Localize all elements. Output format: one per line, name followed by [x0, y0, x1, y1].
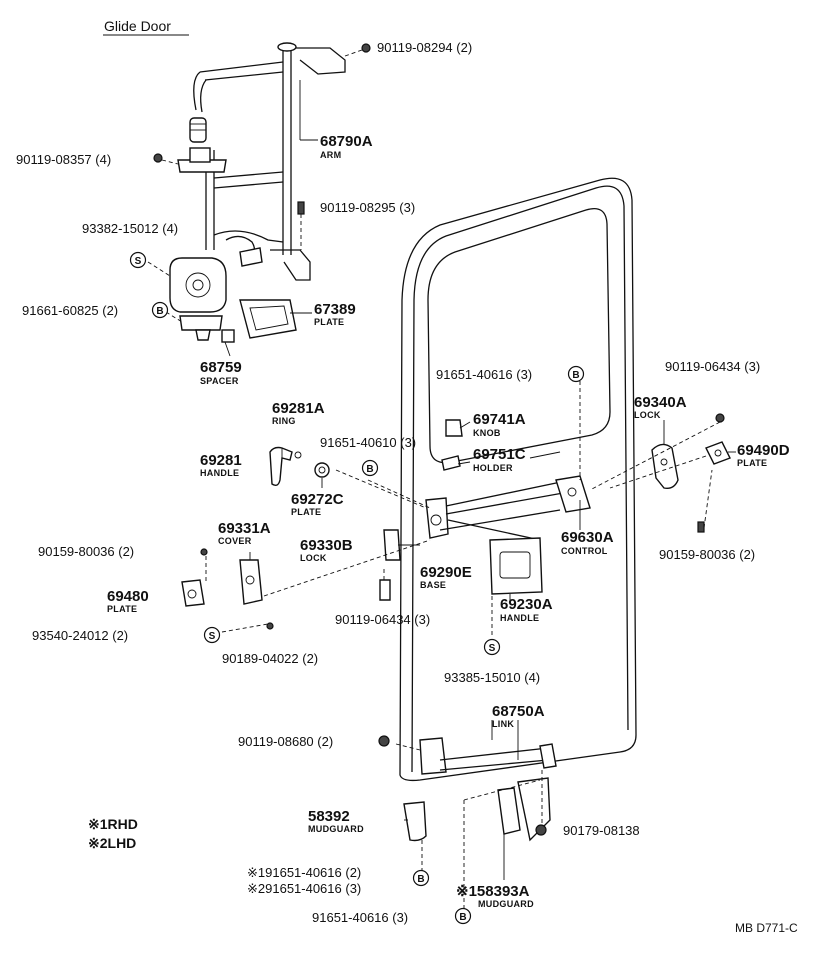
legend-lhd: ※2LHD — [88, 835, 136, 851]
label-69290E: 69290E — [420, 564, 472, 581]
label-90179-08138: 90179-08138 — [563, 823, 640, 838]
svg-text:B: B — [572, 370, 579, 381]
label-68750A-name: LINK — [492, 719, 514, 729]
label-69490D: 69490D — [737, 442, 790, 459]
label-68759: 68759 — [200, 359, 242, 376]
marker-b-2: B — [567, 365, 585, 383]
label-90189-04022: 90189-04022 (2) — [222, 651, 318, 666]
label-68790A: 68790A — [320, 133, 373, 150]
lock-mechanism — [181, 413, 731, 630]
label-69330B: 69330B — [300, 537, 353, 554]
svg-text:B: B — [156, 306, 163, 317]
leader-lines — [205, 80, 736, 908]
label-58392: 58392 — [308, 808, 350, 825]
label-69281A-name: RING — [272, 416, 296, 426]
label-69741A: 69741A — [473, 411, 526, 428]
label-69331A-name: COVER — [218, 536, 252, 546]
label-69230A-name: HANDLE — [500, 613, 539, 623]
svg-text:S: S — [135, 256, 142, 267]
label-69281: 69281 — [200, 452, 242, 469]
label-69230A: 69230A — [500, 596, 553, 613]
label-91661-60825: 91661-60825 (2) — [22, 303, 118, 318]
label-69480-name: PLATE — [107, 604, 137, 614]
marker-b-1: B — [151, 301, 169, 319]
label-90119-08357: 90119-08357 (4) — [16, 152, 111, 167]
arm-assembly — [169, 42, 346, 343]
label-91651-40610: 91651-40610 (3) — [320, 435, 416, 450]
diagram-reference: MB D771-C — [735, 921, 798, 935]
label-69272C: 69272C — [291, 491, 344, 508]
label-69630A-name: CONTROL — [561, 546, 608, 556]
label-69741A-name: KNOB — [473, 428, 501, 438]
label-69281A: 69281A — [272, 400, 325, 417]
marker-s-1: S — [129, 251, 147, 269]
label-69330B-name: LOCK — [300, 553, 327, 563]
marker-s-3: S — [483, 638, 501, 656]
label-68759-name: SPACER — [200, 376, 239, 386]
label-68750A: 68750A — [492, 703, 545, 720]
label-58393A: ※158393A — [456, 883, 530, 900]
arm-fasteners — [147, 43, 371, 323]
label-91651-40616-top: 91651-40616 (3) — [436, 367, 532, 382]
label-58392-name: MUDGUARD — [308, 824, 364, 834]
svg-text:S: S — [209, 631, 216, 642]
label-90119-08680: 90119-08680 (2) — [238, 734, 333, 749]
label-91651-40616-lhd: ※291651-40616 (3) — [247, 881, 361, 896]
lower-link-assembly — [378, 735, 557, 842]
svg-text:S: S — [489, 643, 496, 654]
label-93382-15012: 93382-15012 (4) — [82, 221, 178, 236]
label-69290E-name: BASE — [420, 580, 446, 590]
label-69331A: 69331A — [218, 520, 271, 537]
marker-b-4: B — [412, 869, 430, 887]
label-90119-06434-right: 90119-06434 (3) — [665, 359, 760, 374]
label-69340A-name: LOCK — [634, 410, 661, 420]
marker-b-5: B — [454, 907, 472, 925]
label-69751C-name: HOLDER — [473, 463, 513, 473]
label-69490D-name: PLATE — [737, 458, 767, 468]
svg-text:B: B — [459, 912, 466, 923]
label-93540-24012: 93540-24012 (2) — [32, 628, 128, 643]
label-68790A-name: ARM — [320, 150, 341, 160]
label-69340A: 69340A — [634, 394, 687, 411]
label-69630A: 69630A — [561, 529, 614, 546]
label-91651-40616-rhd: ※191651-40616 (2) — [247, 865, 361, 880]
marker-s-2: S — [203, 626, 221, 644]
label-90119-08294: 90119-08294 (2) — [377, 40, 472, 55]
label-93385-15010: 93385-15010 (4) — [444, 670, 540, 685]
label-91651-40616-bottom: 91651-40616 (3) — [312, 910, 408, 925]
label-69751C: 69751C — [473, 446, 526, 463]
label-67389-name: PLATE — [314, 317, 344, 327]
label-90119-06434-mid: 90119-06434 (3) — [335, 612, 430, 627]
label-90119-08295: 90119-08295 (3) — [320, 200, 415, 215]
glide-door-panel — [399, 177, 637, 782]
label-69480: 69480 — [107, 588, 149, 605]
label-69272C-name: PLATE — [291, 507, 321, 517]
label-69281-name: HANDLE — [200, 468, 239, 478]
label-90159-80036-right: 90159-80036 (2) — [659, 547, 755, 562]
legend-rhd: ※1RHD — [88, 816, 138, 832]
svg-text:B: B — [417, 874, 424, 885]
diagram-title: Glide Door — [104, 18, 171, 34]
label-90159-80036-left: 90159-80036 (2) — [38, 544, 134, 559]
label-58393A-name: MUDGUARD — [478, 899, 534, 909]
marker-b-3: B — [361, 459, 379, 477]
svg-text:B: B — [366, 464, 373, 475]
label-67389: 67389 — [314, 301, 356, 318]
